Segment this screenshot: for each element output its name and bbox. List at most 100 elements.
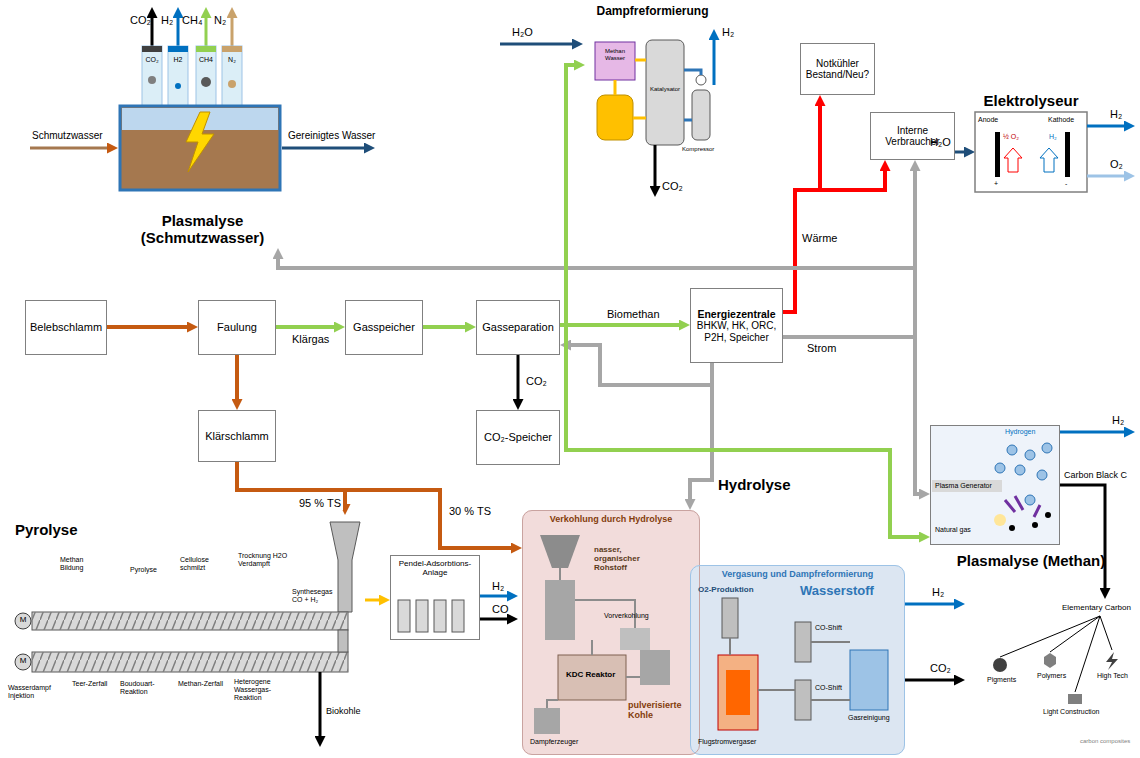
diagram-label: Light Construction bbox=[1043, 708, 1099, 716]
plasmalysis-tank bbox=[120, 106, 280, 190]
plasmalysis-tank bbox=[205, 18, 208, 46]
region-fill bbox=[690, 565, 905, 755]
plasmalysis-tank bbox=[30, 18, 364, 190]
diagram-label: High Tech bbox=[1097, 672, 1128, 680]
flow-line bbox=[783, 337, 919, 494]
diagram-label: CO₂ bbox=[662, 180, 683, 193]
hydrothermal-carbonisation bbox=[540, 535, 580, 568]
diagram-label: Pigments bbox=[987, 676, 1016, 684]
methane-plasmalysis bbox=[1045, 512, 1051, 518]
flow-line bbox=[237, 462, 511, 548]
plasmalysis-tank bbox=[196, 46, 216, 106]
methane-plasmalysis bbox=[1068, 694, 1082, 704]
process-illustration: Pyrolyse bbox=[5, 515, 365, 753]
diagram-label: Teer-Zerfall bbox=[72, 680, 107, 688]
region-fill bbox=[930, 425, 1060, 545]
node-title: Notkühler Bestand/Neu? bbox=[804, 58, 871, 81]
plasmalysis-tank bbox=[148, 76, 156, 84]
diagram-label: Pyrolyse bbox=[130, 566, 157, 574]
pyrolysis-screw bbox=[32, 652, 348, 672]
plasmalysis-tank bbox=[142, 46, 162, 52]
methane-plasmalysis bbox=[1007, 445, 1017, 455]
plasmalysis-tank bbox=[231, 18, 234, 46]
methane-plasmalysis bbox=[993, 658, 1007, 672]
diagram-label: carbon composites bbox=[1080, 738, 1130, 745]
flow-label: CO₂ bbox=[524, 375, 549, 388]
process-box: Gasspeicher bbox=[345, 300, 423, 355]
plasmalysis-tank bbox=[142, 46, 162, 106]
steam-reformer bbox=[597, 95, 633, 140]
plasmalysis-tank bbox=[168, 46, 188, 52]
diagram-label: pulverisierte Kohle bbox=[628, 700, 688, 721]
flow-label: 30 % TS bbox=[447, 505, 493, 518]
diagram-label: CO-Shift bbox=[815, 684, 842, 692]
flow-line bbox=[276, 325, 334, 329]
plasmalysis-tank bbox=[151, 18, 154, 46]
flow-line bbox=[278, 259, 915, 337]
diagram-label: Flugstromvergaser bbox=[698, 738, 756, 746]
diagram-label: H₂ bbox=[932, 586, 944, 599]
process-illustration: Plasmalyse (Schmutzwasser) bbox=[115, 40, 290, 248]
flow-label: Biomethan bbox=[605, 308, 662, 321]
node-title: Verkohlung durch Hydrolyse bbox=[550, 514, 673, 524]
node-title: Faulung bbox=[217, 321, 257, 334]
pressure-swing-adsorption bbox=[452, 600, 464, 632]
steam-reformer bbox=[684, 70, 701, 120]
diagram-label: Methan-Zerfall bbox=[178, 680, 223, 688]
plasmalysis-tank bbox=[228, 80, 236, 88]
pyrolysis-screw bbox=[32, 612, 348, 630]
diagram-label: Cellulose schmilzt bbox=[180, 556, 222, 572]
diagram-label: Methan Bildung bbox=[60, 556, 100, 572]
diagram-label: Biokohle bbox=[326, 706, 361, 716]
hydrothermal-carbonisation bbox=[534, 708, 560, 734]
node-title: Pendel-Adsorbtions-Anlage bbox=[394, 559, 476, 577]
process-illustration: Elektrolyseur bbox=[975, 90, 1087, 194]
steam-reformer bbox=[595, 42, 635, 80]
pyrolysis-screw bbox=[330, 522, 360, 612]
diagram-label: CH₄ bbox=[182, 14, 202, 27]
diagram-label: Hydrogen bbox=[1005, 428, 1035, 436]
diagram-label: Gasreinigung bbox=[848, 714, 890, 722]
node-text: BHKW, HK, ORC, P2H, Speicher bbox=[694, 320, 779, 343]
flow-line bbox=[423, 325, 465, 329]
diagram-label: Synthesegas CO + H₂ bbox=[292, 588, 334, 604]
gasification bbox=[718, 655, 758, 730]
process-illustration: Dampfreformierung bbox=[585, 3, 720, 193]
flow-line bbox=[690, 363, 712, 499]
gasification bbox=[730, 638, 850, 700]
node-title: Vergasung und Dampfreformierung bbox=[722, 569, 874, 579]
process-box: Belebschlamm bbox=[25, 300, 107, 355]
pyrolysis-screw bbox=[32, 652, 348, 672]
diagram-label: Anode bbox=[978, 116, 998, 124]
methane-plasmalysis bbox=[1005, 496, 1040, 517]
node-title: Elektrolyseur bbox=[983, 92, 1078, 109]
diagram-label: Katalysator bbox=[646, 86, 684, 93]
region-fill bbox=[522, 425, 1060, 755]
flow-label: Strom bbox=[805, 342, 838, 355]
node-title: Plasmalyse (Schmutzwasser) bbox=[117, 212, 288, 247]
steam-reformer bbox=[500, 40, 714, 186]
node-title: CO₂-Speicher bbox=[484, 431, 552, 444]
methane-plasmalysis bbox=[1009, 525, 1015, 531]
node-title: Gasseparation bbox=[482, 321, 554, 334]
diagram-label: Carbon Black C bbox=[1064, 470, 1127, 480]
storage-box: CO₂-Speicher bbox=[476, 410, 560, 465]
node-title: Plasmalyse (Methan) bbox=[941, 552, 1121, 569]
node-title: Belebschlamm bbox=[30, 321, 102, 334]
gasification bbox=[905, 679, 954, 682]
diagram-label: N₂ bbox=[214, 14, 226, 27]
flow-line bbox=[235, 355, 239, 399]
plasmalysis-tank bbox=[201, 77, 211, 87]
process-box: EnergiezentraleBHKW, HK, ORC, P2H, Speic… bbox=[690, 288, 783, 363]
diagram-label: H₂ bbox=[161, 14, 173, 27]
diagram-label: KDC Reaktor bbox=[566, 670, 615, 679]
process-box: Gasseparation bbox=[476, 300, 560, 355]
methane-plasmalysis bbox=[1042, 443, 1052, 453]
diagram-label: CO bbox=[492, 603, 509, 616]
pressure-swing-adsorption bbox=[398, 600, 410, 632]
methane-plasmalysis bbox=[1032, 522, 1038, 528]
methane-plasmalysis bbox=[1000, 616, 1112, 692]
plasmalysis-tank bbox=[222, 46, 242, 106]
diagram-label: H2 bbox=[168, 56, 188, 64]
diagram-label: H₂ bbox=[722, 26, 734, 39]
